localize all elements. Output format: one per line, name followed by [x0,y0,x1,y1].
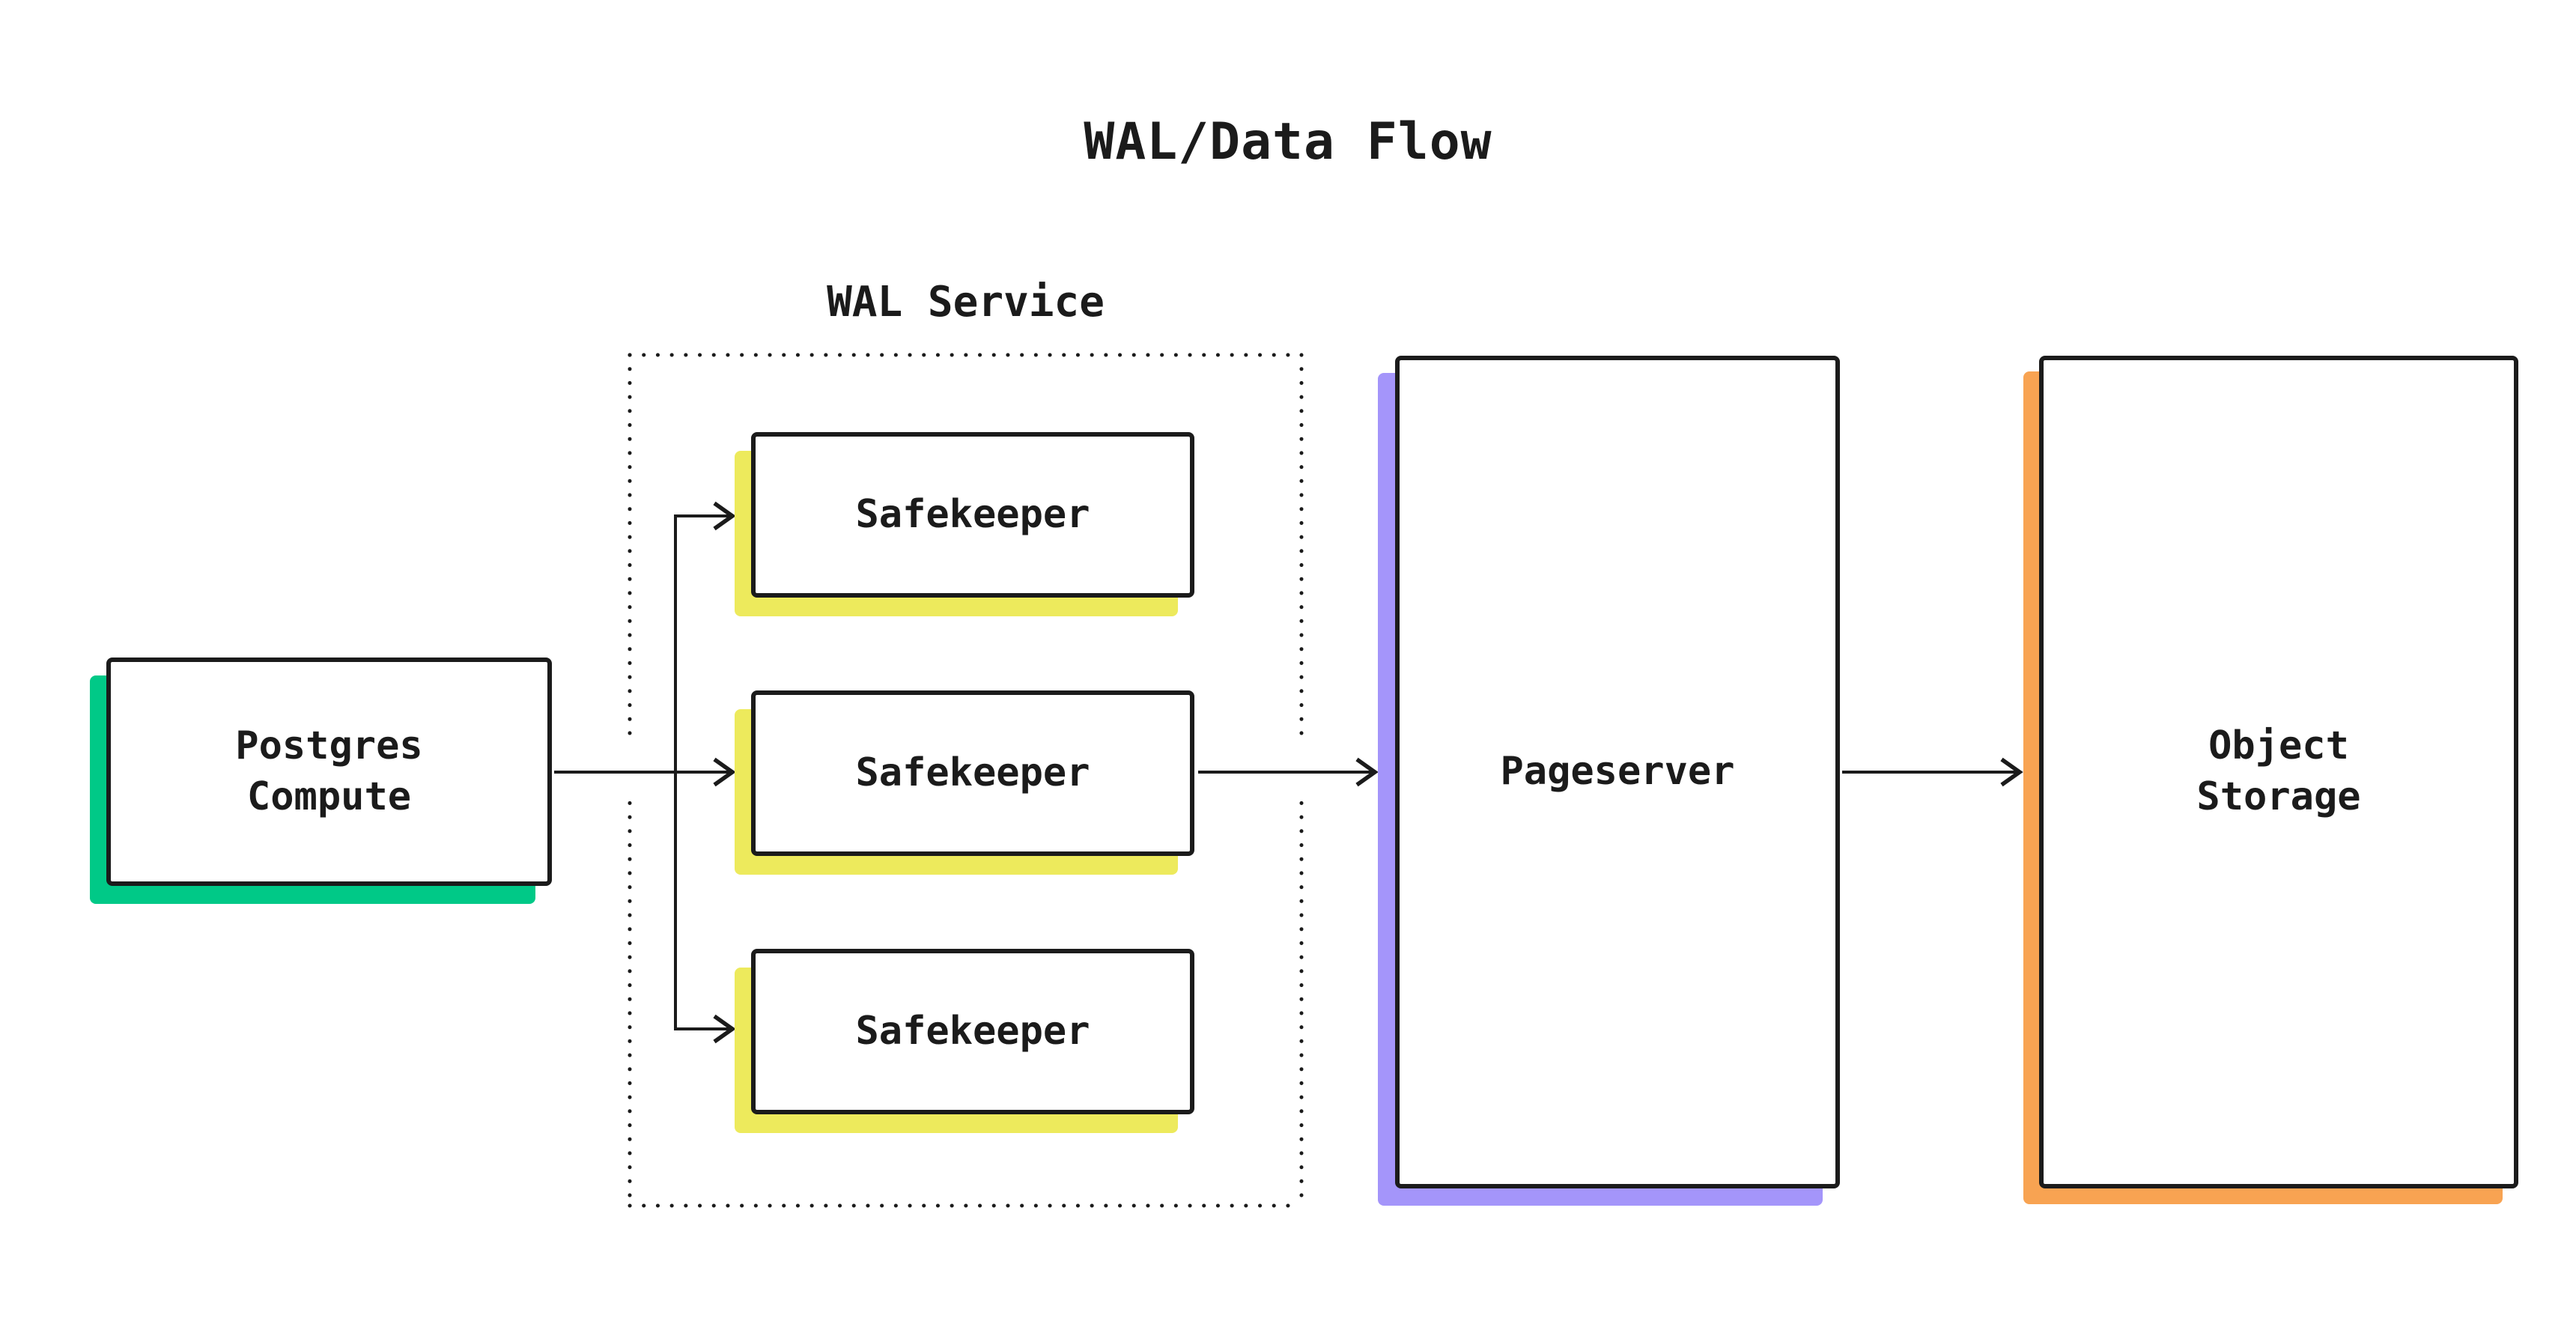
arrow-pageserver-to-object-storage [1842,757,2023,787]
wal-service-label: WAL Service [827,278,1105,327]
page-title: WAL/Data Flow [1084,112,1492,171]
arrow-postgres-to-safekeeper-2 [554,757,736,787]
arrow-safekeeper-to-pageserver [1198,757,1379,787]
node-safekeeper-1: Safekeeper [751,432,1194,598]
node-pageserver: Pageserver [1395,356,1840,1188]
node-object-storage: Object Storage [2039,356,2518,1188]
node-safekeeper-2: Safekeeper [751,690,1194,856]
node-postgres-compute: Postgres Compute [106,658,552,886]
arrow-branch-to-safekeepers-1-3 [674,501,736,1044]
node-safekeeper-3: Safekeeper [751,949,1194,1114]
